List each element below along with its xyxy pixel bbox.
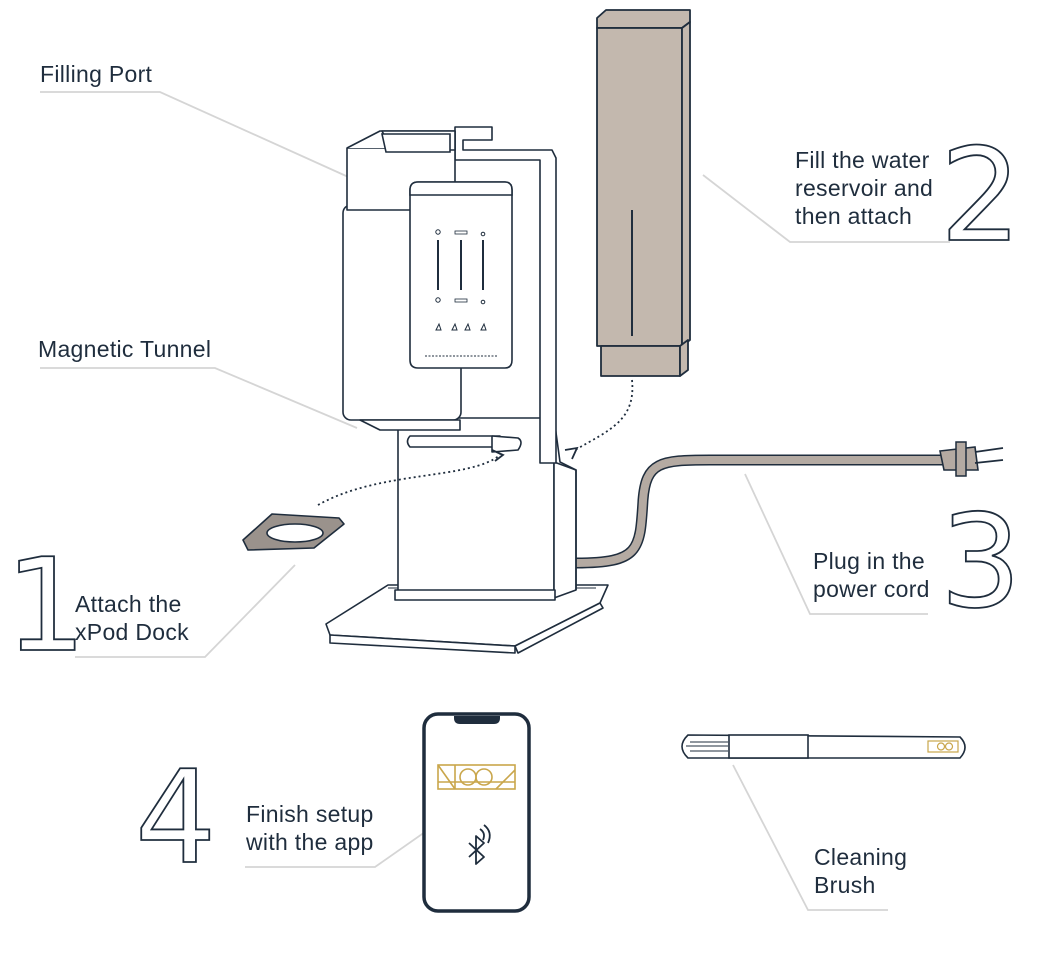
filling-port-text: Filling Port	[40, 61, 153, 87]
step-numbers: 1 2 3 4	[4, 121, 1022, 894]
step4-line1: Finish setup	[246, 801, 374, 827]
label-magnetic-tunnel: Magnetic Tunnel	[38, 335, 211, 363]
bluetooth-icon	[468, 824, 491, 865]
step4-line2: with the app	[246, 829, 374, 855]
control-panel	[409, 181, 513, 369]
water-reservoir	[596, 9, 691, 377]
machine-back-panel	[454, 126, 557, 464]
step2-line2: reservoir and	[795, 175, 934, 201]
cleaning-brush-line1: Cleaning	[814, 844, 908, 870]
leader-reservoir	[702, 174, 950, 243]
label-filling-port: Filling Port	[40, 60, 152, 88]
xpod-dock	[242, 513, 345, 551]
step-number-2: 2	[940, 122, 1021, 271]
step-number-4: 4	[135, 744, 216, 893]
magnetic-tunnel	[406, 435, 522, 453]
label-cleaning-brush: Cleaning Brush	[814, 843, 907, 899]
dotted-arrows	[317, 379, 634, 506]
cleaning-brush-line2: Brush	[814, 872, 876, 898]
smartphone-icon	[422, 712, 531, 913]
step2-line3: then attach	[795, 203, 913, 229]
cleaning-brush	[681, 734, 966, 759]
magnetic-tunnel-text: Magnetic Tunnel	[38, 336, 212, 362]
step2-line1: Fill the water	[795, 147, 930, 173]
leader-app	[245, 824, 436, 868]
label-step3: Plug in the power cord	[813, 547, 930, 603]
step3-line1: Plug in the	[813, 548, 925, 574]
leader-lines	[40, 91, 950, 911]
machine-column	[394, 417, 577, 601]
step1-line2: xPod Dock	[75, 619, 189, 645]
step1-line1: Attach the	[75, 591, 182, 617]
step3-line2: power cord	[813, 576, 930, 602]
leader-cleaning-brush	[732, 764, 888, 911]
dock-arrow	[317, 454, 501, 506]
step-number-3: 3	[940, 488, 1021, 637]
filling-port	[381, 133, 451, 153]
label-step2: Fill the water reservoir and then attach	[795, 146, 933, 230]
leader-power-cord	[744, 473, 928, 615]
label-step4: Finish setup with the app	[246, 800, 374, 856]
brand-logo-icon	[437, 764, 516, 790]
reservoir-arrow	[574, 379, 634, 451]
step-number-1: 1	[5, 532, 86, 681]
power-cord	[570, 441, 1004, 569]
brush-logo-icon	[927, 740, 959, 753]
leader-magnetic-tunnel	[40, 367, 358, 429]
leader-dock	[75, 564, 296, 658]
arrow-heads	[491, 446, 579, 462]
leader-filling-port	[40, 91, 356, 181]
label-step1: Attach the xPod Dock	[75, 590, 189, 646]
